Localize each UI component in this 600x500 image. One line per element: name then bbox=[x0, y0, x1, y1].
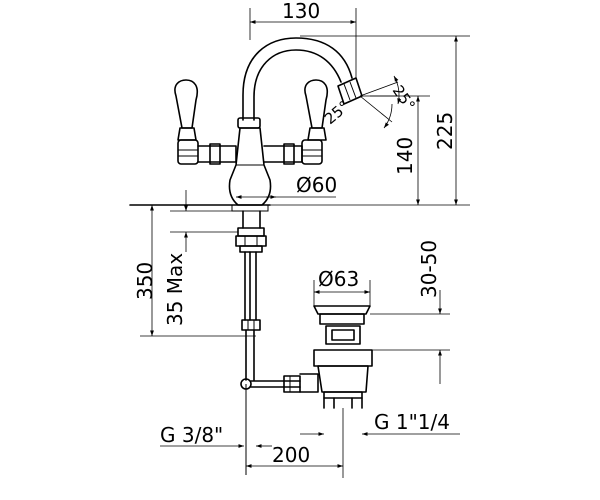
dimension-dia-63: Ø63 bbox=[313, 267, 371, 306]
dim-35-max-label: 35 Max bbox=[163, 253, 187, 326]
dim-30-50-label: 30-50 bbox=[417, 240, 441, 298]
pop-up-waste bbox=[299, 305, 373, 409]
dim-dia-60-label: Ø60 bbox=[296, 173, 337, 197]
spray-angle-dimensions: 25° 25° bbox=[321, 75, 419, 129]
dimension-140: 140 bbox=[370, 95, 430, 205]
right-handle bbox=[263, 79, 329, 165]
dim-225-label: 225 bbox=[433, 112, 457, 150]
thread-1-1-4: G 1"1/4 bbox=[300, 410, 460, 436]
mounting-shank bbox=[235, 210, 267, 475]
thread-left-label: G 3/8" bbox=[160, 423, 223, 447]
dimension-200: 200 bbox=[246, 408, 344, 478]
dim-130-label: 130 bbox=[282, 0, 320, 23]
dimension-dia-60: Ø60 bbox=[236, 173, 337, 199]
dimension-130: 130 bbox=[249, 0, 357, 78]
dim-140-label: 140 bbox=[393, 137, 417, 175]
thread-3-8: G 3/8" bbox=[160, 423, 272, 448]
thread-right-label: G 1"1/4 bbox=[374, 410, 450, 434]
pop-up-rod bbox=[250, 375, 301, 393]
dimension-35-max: 35 Max bbox=[163, 190, 238, 326]
dim-dia-63-label: Ø63 bbox=[318, 267, 359, 291]
dimension-30-50: 30-50 bbox=[370, 240, 450, 384]
dimension-350: 350 bbox=[133, 204, 256, 337]
dimension-225: 225 bbox=[270, 35, 470, 206]
left-handle bbox=[174, 79, 237, 165]
dim-200-label: 200 bbox=[272, 443, 310, 467]
dim-350-label: 350 bbox=[133, 262, 157, 300]
angle-up-label: 25° bbox=[389, 82, 419, 114]
mixer-body bbox=[228, 37, 363, 206]
